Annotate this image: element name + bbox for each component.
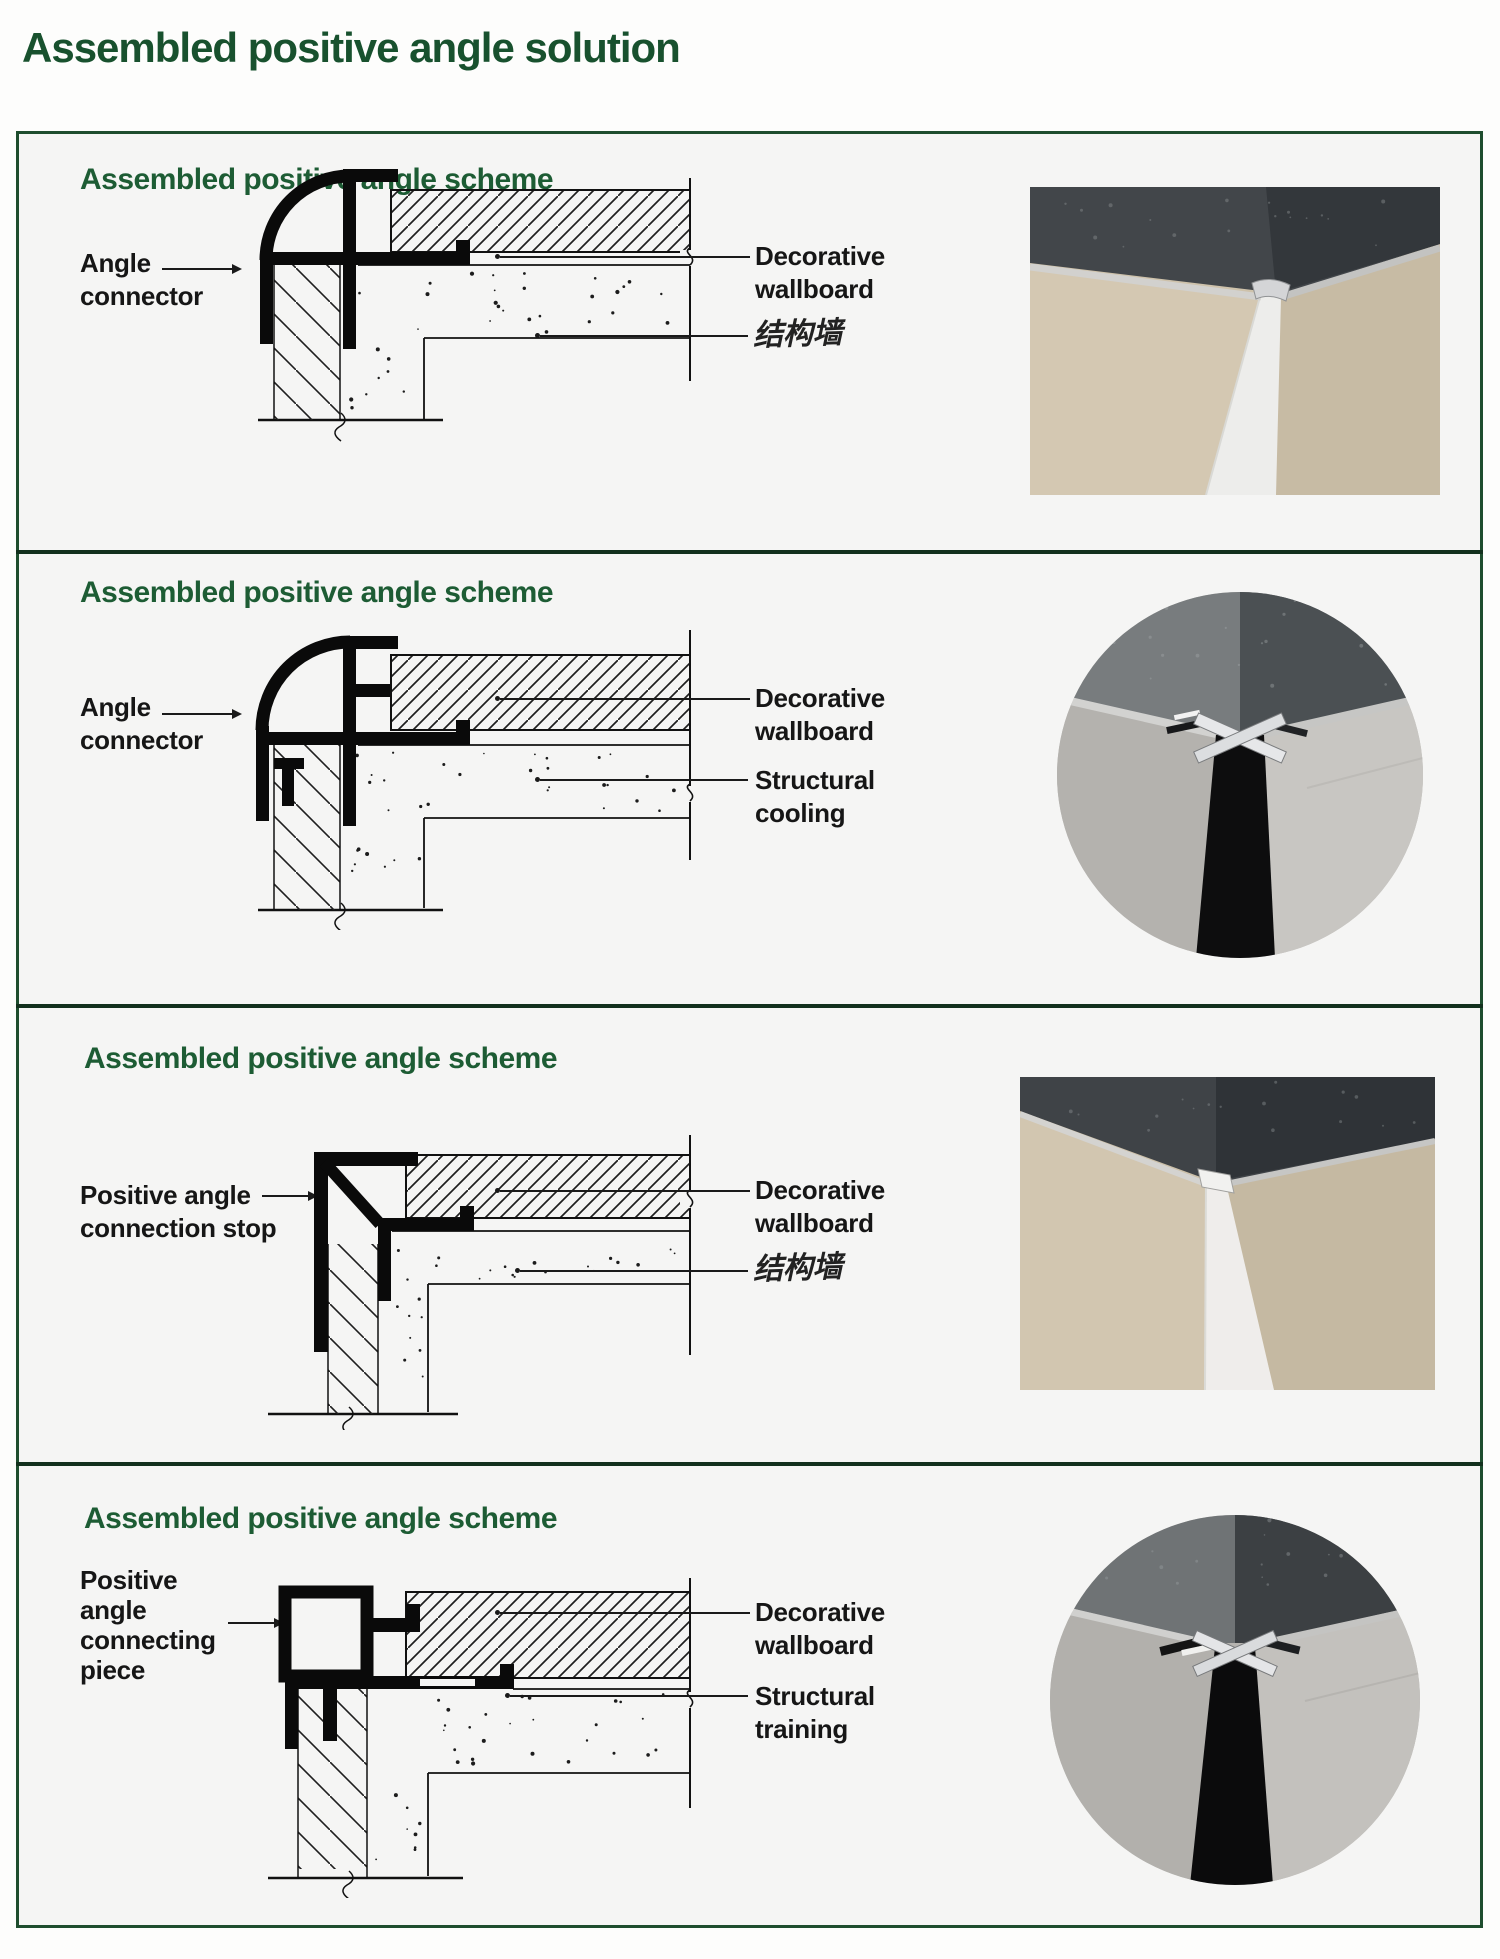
label-line: Decorative xyxy=(755,241,885,271)
corner-detail-drawing xyxy=(268,1135,698,1430)
positive-angle-connecting-piece-label: Positive angle connecting piece xyxy=(80,1565,216,1685)
corner-detail-drawing xyxy=(255,630,698,930)
label-line: connection stop xyxy=(80,1213,277,1243)
leader-arrow-icon xyxy=(232,709,242,719)
leader-line xyxy=(500,1190,750,1192)
decorative-wallboard-label: Decorative wallboard xyxy=(755,1596,885,1662)
corner-sample-photo xyxy=(1050,1515,1420,1885)
label-line: 结构墙 xyxy=(752,1249,843,1288)
leader-dot-icon xyxy=(515,1268,520,1273)
corner-detail-drawing xyxy=(258,169,698,442)
label-line: Angle xyxy=(80,692,151,722)
corner-sample-photo xyxy=(1020,1077,1435,1390)
label-line: wallboard xyxy=(755,1630,874,1660)
label-line: Decorative xyxy=(755,683,885,713)
decorative-wallboard-label: Decorative wallboard xyxy=(755,240,885,306)
panel-4: Assembled positive angle scheme Positive… xyxy=(0,1462,1500,1925)
label-line: connecting xyxy=(80,1625,216,1655)
panel-divider xyxy=(16,1462,1483,1466)
decorative-wallboard-label: Decorative wallboard xyxy=(755,682,885,748)
leader-line xyxy=(500,256,750,258)
panel-title: Assembled positive angle scheme xyxy=(84,1502,558,1535)
label-line: Positive xyxy=(80,1565,178,1595)
panel-2: Assembled positive angle scheme Angle co… xyxy=(0,550,1500,1004)
decorative-wallboard-label: Decorative wallboard xyxy=(755,1174,885,1240)
structural-cooling-label: Structural cooling xyxy=(755,764,875,830)
leader-arrow-icon xyxy=(308,1191,318,1201)
corner-detail-drawing xyxy=(268,1578,698,1898)
label-line: Positive angle xyxy=(80,1180,251,1210)
leader-dot-icon xyxy=(505,1693,510,1698)
structural-wall-label-zh: 结构墙 xyxy=(752,1249,843,1288)
structural-training-label: Structural training xyxy=(755,1680,875,1746)
label-line: Structural xyxy=(755,765,875,795)
label-line: Angle xyxy=(80,248,151,278)
label-line: wallboard xyxy=(755,716,874,746)
leader-dot-icon xyxy=(495,1188,500,1193)
label-line: connector xyxy=(80,725,203,755)
structural-wall-label-zh: 结构墙 xyxy=(752,315,843,354)
leader-dot-icon xyxy=(535,333,540,338)
label-line: Decorative xyxy=(755,1175,885,1205)
label-line: training xyxy=(755,1714,848,1744)
panel-divider xyxy=(16,1004,1483,1008)
label-line: angle xyxy=(80,1595,147,1625)
label-line: Decorative xyxy=(755,1597,885,1627)
label-line: 结构墙 xyxy=(752,315,843,354)
positive-angle-connection-stop-label: Positive angle connection stop xyxy=(80,1179,277,1245)
leader-arrow-icon xyxy=(232,264,242,274)
panel-title: Assembled positive angle scheme xyxy=(80,576,554,609)
angle-connector-label: Angle connector xyxy=(80,691,203,757)
leader-dot-icon xyxy=(495,1610,500,1615)
label-line: piece xyxy=(80,1655,145,1685)
label-line: wallboard xyxy=(755,1208,874,1238)
panel-title: Assembled positive angle scheme xyxy=(84,1042,558,1075)
leader-line xyxy=(162,268,232,270)
leader-line xyxy=(228,1622,274,1624)
leader-line xyxy=(540,335,748,337)
leader-dot-icon xyxy=(535,777,540,782)
panel-3: Assembled positive angle scheme Positive… xyxy=(0,1004,1500,1462)
leader-line xyxy=(262,1195,308,1197)
label-line: cooling xyxy=(755,798,846,828)
label-line: wallboard xyxy=(755,274,874,304)
panel-divider xyxy=(16,550,1483,554)
leader-dot-icon xyxy=(495,254,500,259)
panel-1: Assembled positive angle scheme Angle co… xyxy=(0,131,1500,550)
label-line: Structural xyxy=(755,1681,875,1711)
corner-sample-photo xyxy=(1057,592,1423,958)
angle-connector-label: Angle connector xyxy=(80,247,203,313)
corner-sample-photo xyxy=(1030,187,1440,495)
label-line: connector xyxy=(80,281,203,311)
leader-line xyxy=(500,1612,750,1614)
leader-line xyxy=(510,1695,748,1697)
leader-dot-icon xyxy=(495,696,500,701)
leader-line xyxy=(520,1270,748,1272)
leader-line xyxy=(540,779,748,781)
leader-line xyxy=(500,698,750,700)
page-title: Assembled positive angle solution xyxy=(22,24,681,71)
leader-line xyxy=(162,713,232,715)
